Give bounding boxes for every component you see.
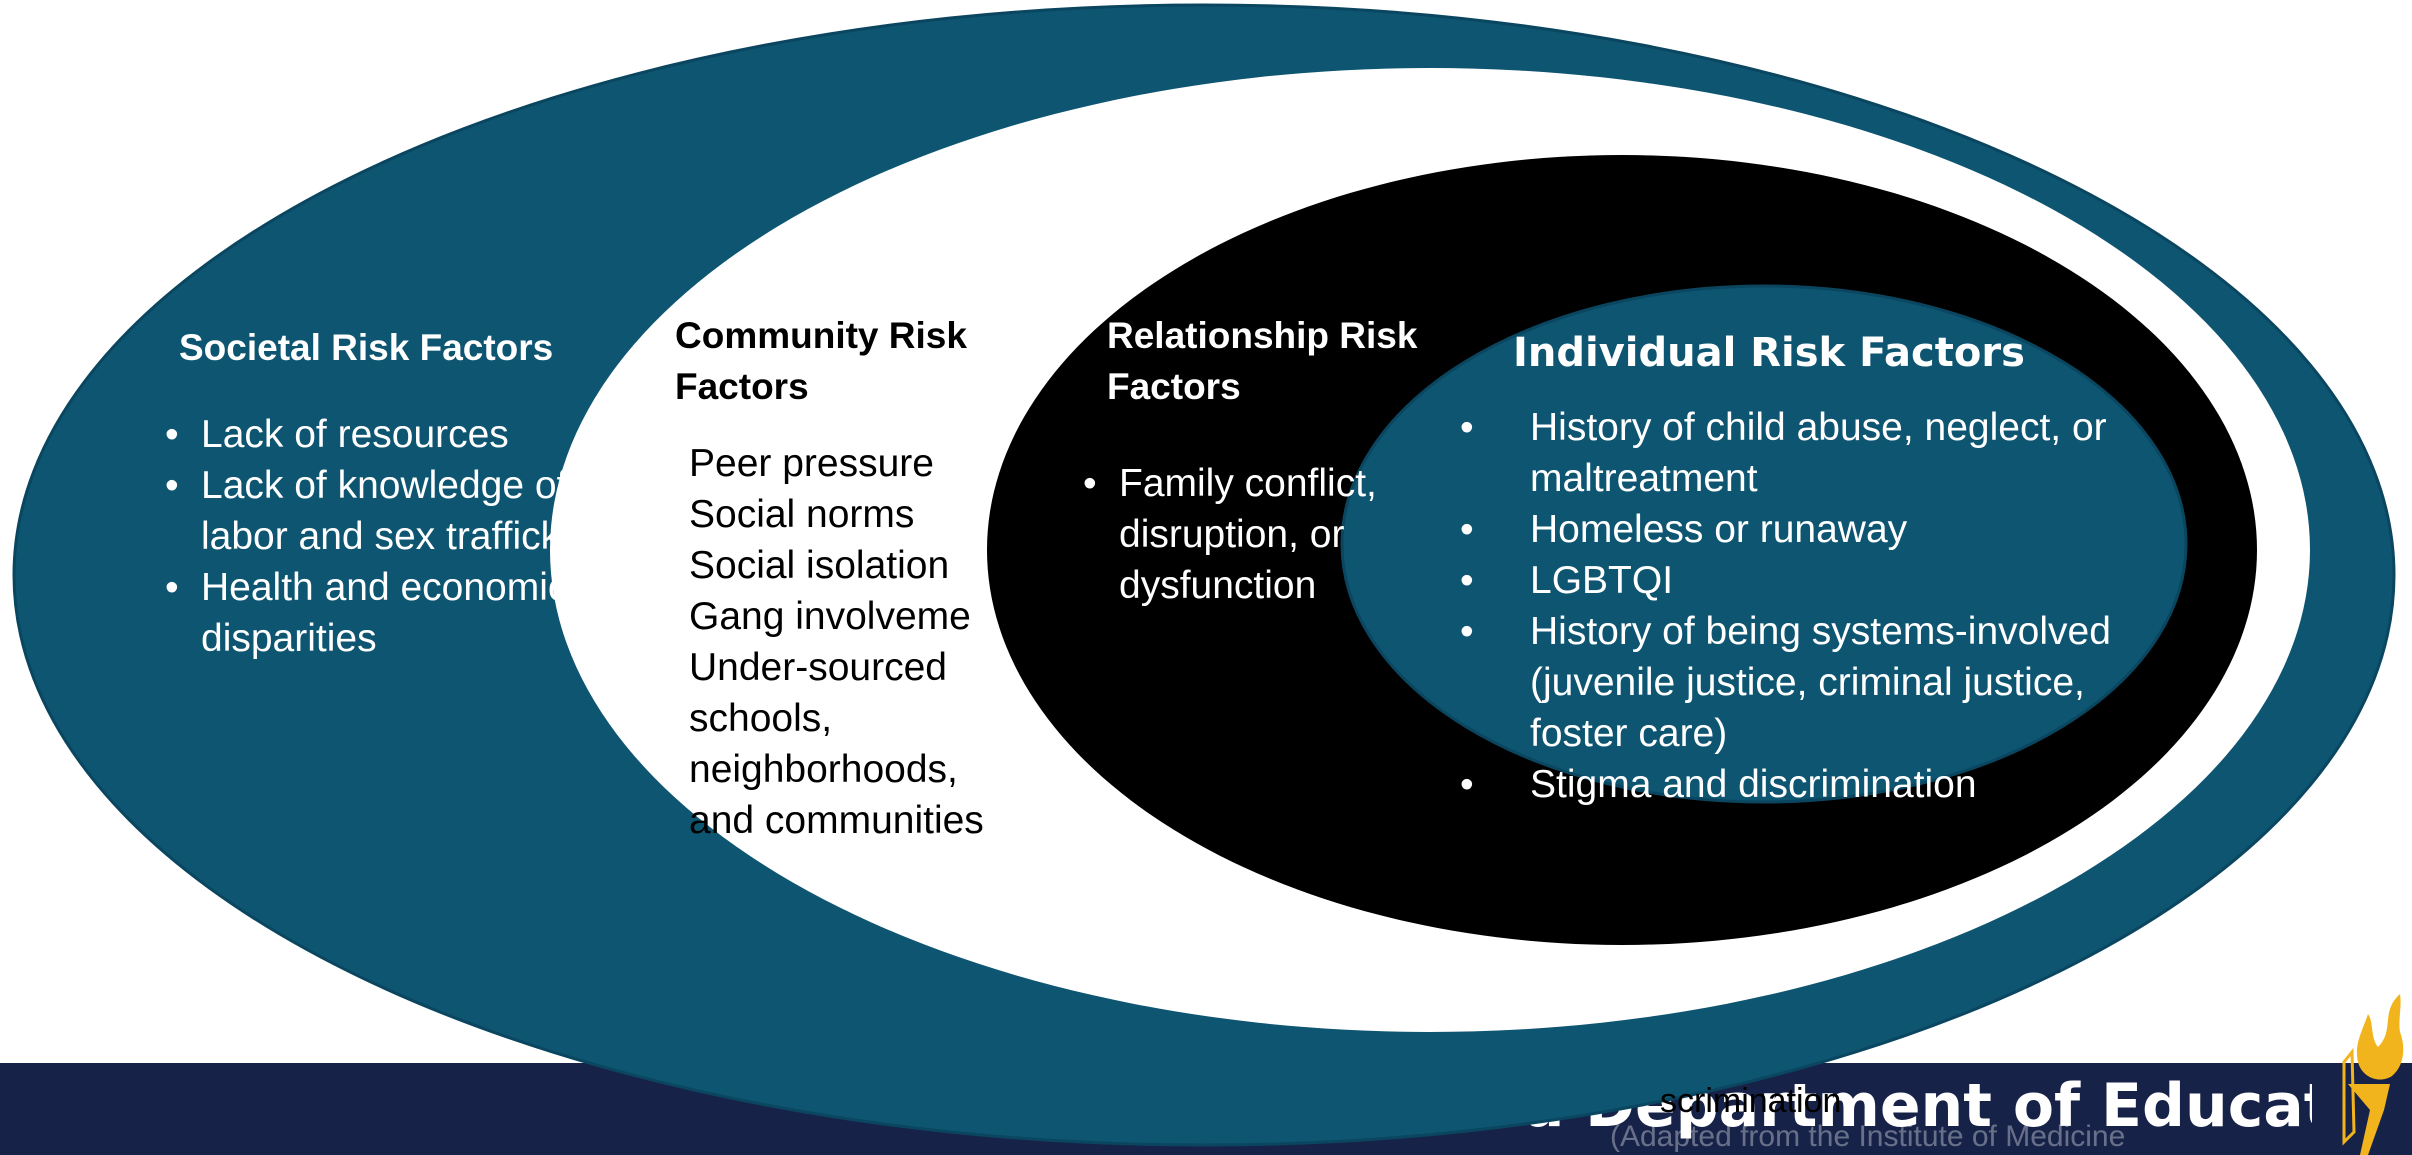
torch-icon	[2342, 994, 2404, 1155]
societal-list: Lack of resources Lack of knowledge of l…	[165, 409, 619, 664]
list-item: History of being systems-involved (juven…	[1460, 606, 2160, 759]
list-item: Social norms	[675, 489, 1003, 540]
list-item: LGBTQI	[1460, 555, 2160, 606]
relationship-title: Relationship Risk Factors	[1107, 315, 1418, 407]
individual-risk-block: Individual Risk Factors History of child…	[1460, 320, 2160, 810]
list-item: Health and economic disparities	[165, 562, 619, 664]
individual-title: Individual Risk Factors	[1513, 330, 2025, 376]
list-item: Gang involveme	[675, 591, 1003, 642]
societal-title: Societal Risk Factors	[179, 327, 554, 368]
individual-list: History of child abuse, neglect, or malt…	[1460, 402, 2160, 810]
list-item: Lack of resources	[165, 409, 619, 460]
list-item: Stigma and discrimination	[1460, 759, 2160, 810]
list-item: Under-sourced schools, neighborhoods, an…	[675, 642, 1003, 846]
community-title: Community Risk Factors	[675, 315, 967, 407]
list-item: Social isolation	[675, 540, 1003, 591]
community-list: Peer pressure Social norms Social isolat…	[675, 438, 1003, 846]
community-risk-block: Community Risk Factors Peer pressure Soc…	[675, 310, 1015, 846]
relationship-risk-block: Relationship Risk Factors Family conflic…	[1083, 310, 1437, 611]
list-item: History of child abuse, neglect, or malt…	[1460, 402, 2160, 504]
list-item: Homeless or runaway	[1460, 504, 2160, 555]
societal-risk-block: Societal Risk Factors Lack of resources …	[165, 322, 619, 664]
footer-overlap-text: scrimination	[1660, 1082, 1842, 1120]
list-item: Lack of knowledge of labor and sex traff…	[165, 460, 619, 562]
list-item: Family conflict, disruption, or dysfunct…	[1083, 458, 1437, 611]
footer-source-text: (Adapted from the Institute of Medicine	[1610, 1120, 2126, 1153]
relationship-list: Family conflict, disruption, or dysfunct…	[1083, 458, 1437, 611]
list-item: Peer pressure	[675, 438, 1003, 489]
